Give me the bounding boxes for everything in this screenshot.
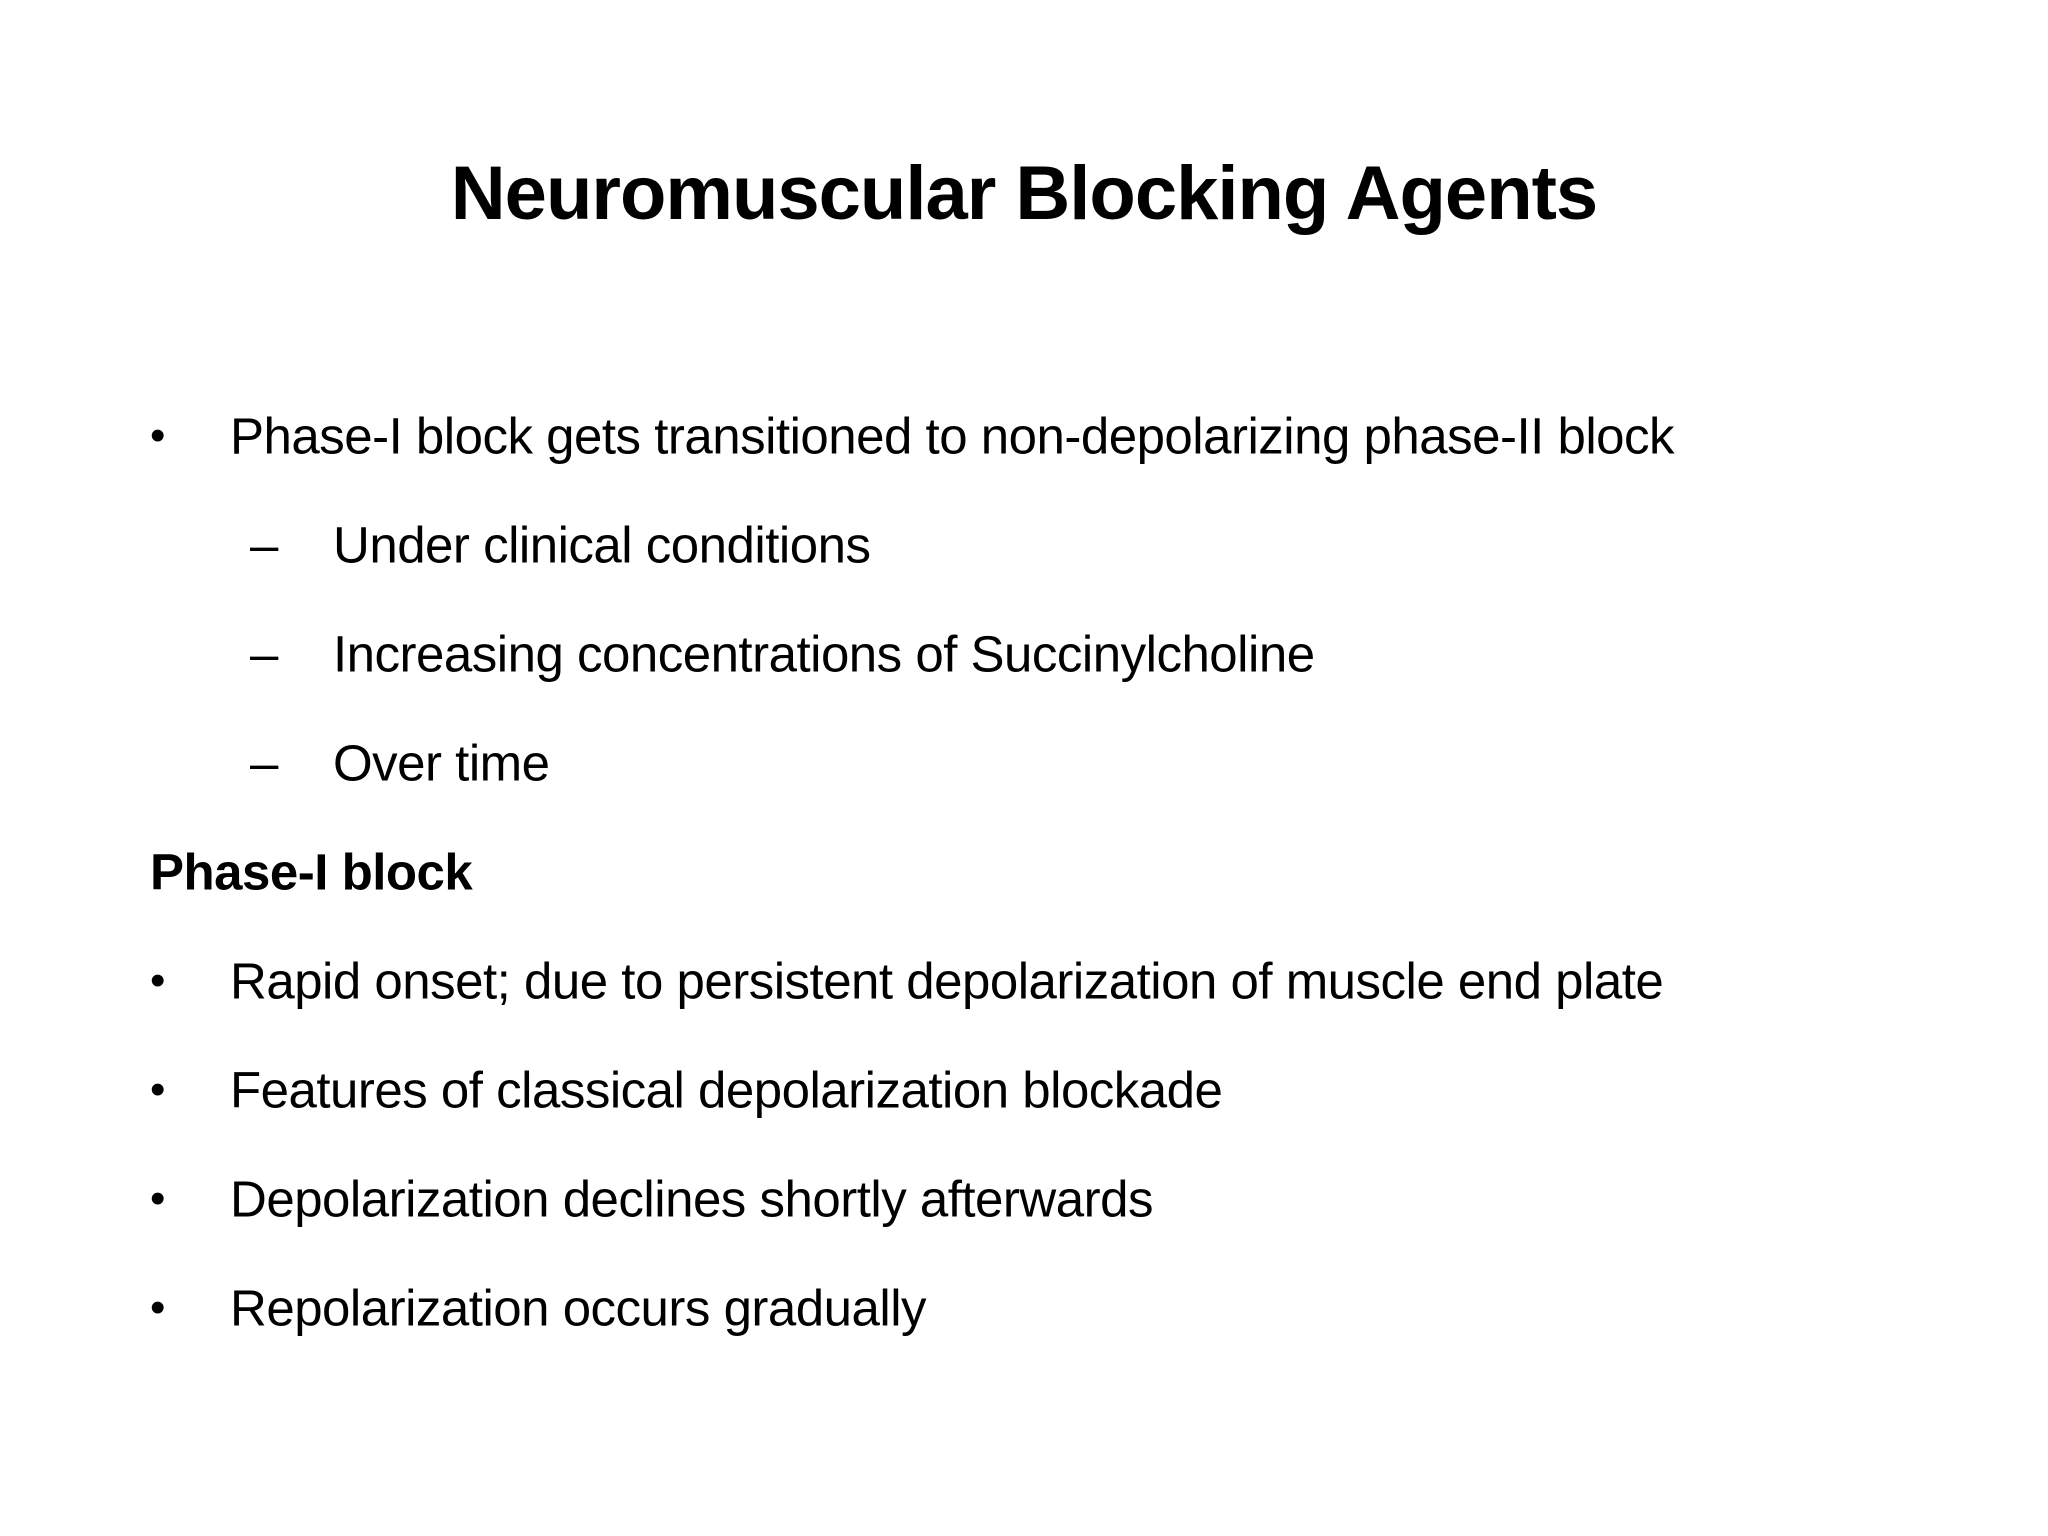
bullet-item: • Features of classical depolarization b… xyxy=(0,1035,2048,1144)
sub-bullet-item: – Increasing concentrations of Succinylc… xyxy=(0,599,2048,708)
sub-bullet-item: – Under clinical conditions xyxy=(0,490,2048,599)
bullet-marker: • xyxy=(150,955,165,1005)
slide-title: Neuromuscular Blocking Agents xyxy=(450,151,1598,236)
bullet-item: • Phase-I block gets transitioned to non… xyxy=(0,381,2048,490)
dash-marker: – xyxy=(250,734,278,791)
bullet-text: Rapid onset; due to persistent depolariz… xyxy=(230,952,1664,1009)
bullet-item: • Repolarization occurs gradually xyxy=(0,1253,2048,1362)
section-heading: Phase-I block xyxy=(0,817,2048,926)
bullet-marker: • xyxy=(150,1064,165,1114)
sub-bullet-text: Increasing concentrations of Succinylcho… xyxy=(333,625,1315,682)
bullet-text: Features of classical depolarization blo… xyxy=(230,1061,1223,1118)
bullet-marker: • xyxy=(150,410,165,460)
bullet-item: • Rapid onset; due to persistent depolar… xyxy=(0,926,2048,1035)
sub-bullet-item: – Over time xyxy=(0,708,2048,817)
sub-bullet-text: Over time xyxy=(333,734,550,791)
bullet-text: Depolarization declines shortly afterwar… xyxy=(230,1170,1153,1227)
bullet-text: Phase-I block gets transitioned to non-d… xyxy=(230,407,1675,464)
sub-bullet-text: Under clinical conditions xyxy=(333,516,871,573)
bullet-marker: • xyxy=(150,1282,165,1332)
bullet-marker: • xyxy=(150,1173,165,1223)
section-heading-text: Phase-I block xyxy=(150,843,473,900)
dash-marker: – xyxy=(250,516,278,573)
bullet-text: Repolarization occurs gradually xyxy=(230,1279,927,1336)
dash-marker: – xyxy=(250,625,278,682)
slide-body: • Phase-I block gets transitioned to non… xyxy=(0,381,2048,1362)
bullet-item: • Depolarization declines shortly afterw… xyxy=(0,1144,2048,1253)
